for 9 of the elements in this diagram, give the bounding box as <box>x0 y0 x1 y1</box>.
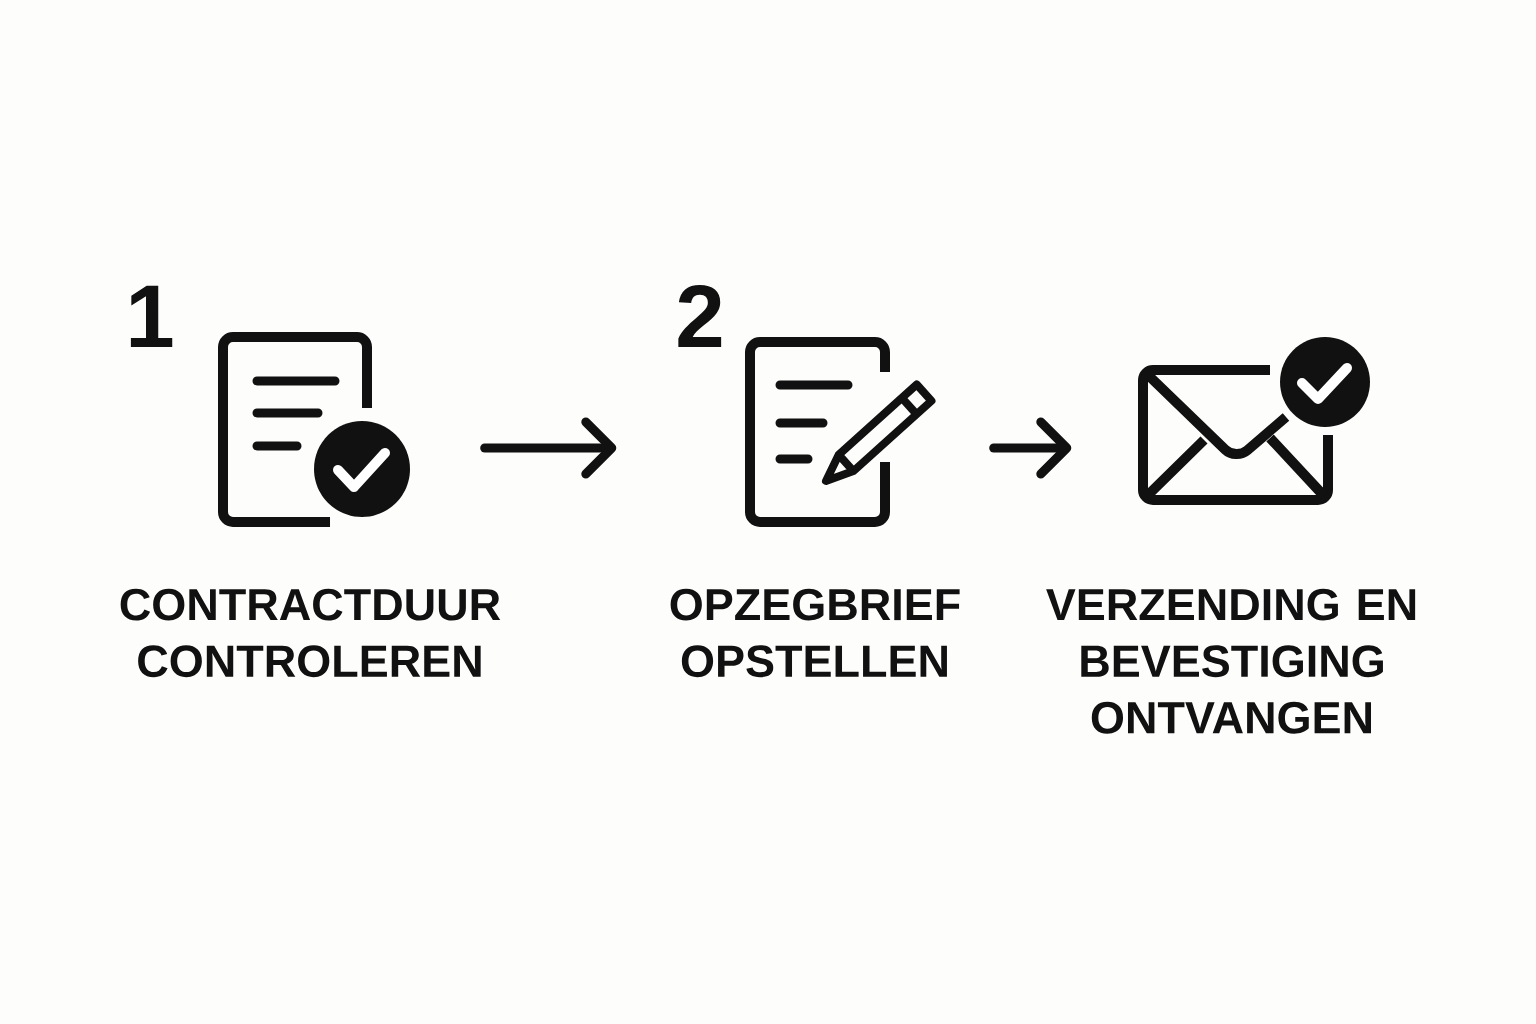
step-number: 2 <box>678 284 722 347</box>
document-pencil-icon <box>745 337 936 527</box>
step-number: 1 <box>130 285 173 347</box>
step-caption: VERZENDING EN BEVESTIGING ONTVANGEN <box>1046 588 1416 734</box>
arrow <box>480 417 617 479</box>
step-caption: CONTRACTDUUR CONTROLEREN <box>120 588 501 678</box>
envelope-check-icon <box>1138 337 1370 505</box>
step-caption: OPZEGBRIEF OPSTELLEN <box>670 588 960 678</box>
document-check-icon <box>218 332 410 527</box>
